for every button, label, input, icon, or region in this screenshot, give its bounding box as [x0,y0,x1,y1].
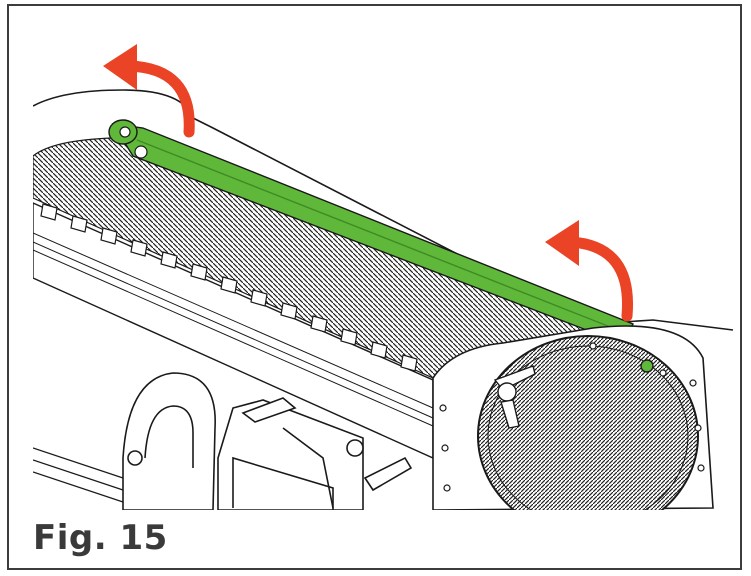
figure-caption: Fig. 15 [33,518,168,558]
lens-grill [477,335,699,510]
front-green-knob [640,359,654,373]
fixture-illustration [33,44,734,510]
arrow-head-left [103,44,137,90]
figure-frame: Fig. 15 [7,4,742,570]
yoke-handle [122,372,216,510]
arrow-head-right [545,220,579,266]
rail-end-knob [108,119,148,159]
front-screws [439,342,705,492]
clip-tabs [40,203,418,372]
base-rails [33,447,124,503]
curved-arrow-icon [565,236,634,322]
wing-nut [493,365,536,429]
curved-arrow-icon [123,60,195,138]
control-unit [217,397,413,510]
